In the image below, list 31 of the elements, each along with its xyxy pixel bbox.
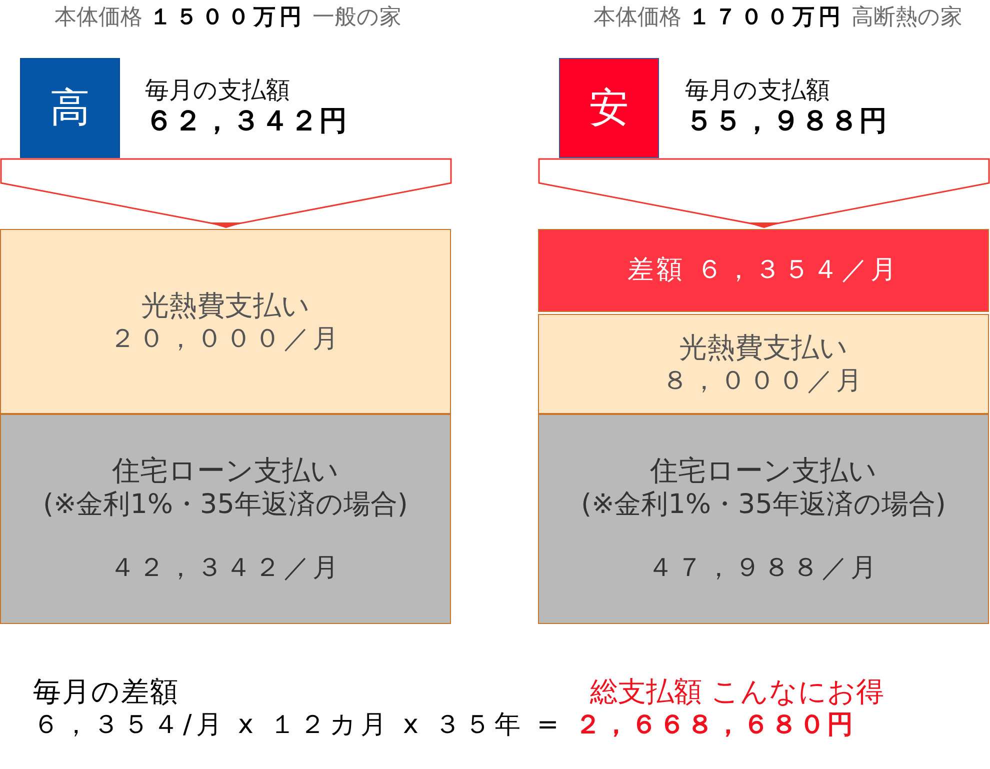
price-heading: 本体価格 １７００万円 高断熱の家	[594, 5, 962, 32]
amount-text: ５５，９８８円	[685, 104, 888, 138]
loan-block	[0, 414, 451, 624]
rating-tile	[559, 58, 659, 158]
tile-character: 安	[589, 84, 629, 133]
block-value: ４７，９８８／月	[648, 552, 880, 585]
block-value: ４２，３４２／月	[110, 552, 342, 585]
rating-tile	[20, 58, 120, 158]
block-value: ８，０００／月	[662, 365, 865, 398]
tile-character: 高	[50, 84, 90, 133]
savings-caption: 総支払額 こんなにお得	[590, 675, 884, 709]
block-title: 光熱費支払い	[679, 330, 848, 366]
price-heading: 本体価格 １５００万円 一般の家	[54, 5, 402, 32]
difference-block	[538, 229, 989, 312]
block-title: 住宅ローン支払い	[650, 453, 877, 488]
block-note: (※金利1%・35年返済の場合)	[581, 488, 946, 522]
block-title: 光熱費支払い	[141, 288, 310, 323]
section-heading: 毎月の差額	[33, 675, 179, 709]
block-title: 住宅ローン支払い	[112, 453, 339, 488]
chevron-arrow	[538, 158, 990, 228]
chevron-arrow	[0, 158, 452, 228]
difference-text: 差額 ６，３５４／月	[627, 254, 900, 287]
amount-text: ６２，３４２円	[145, 104, 348, 138]
calculation-text: ６，３５４/月 x １２カ月 x ３５年 = ２，６６８，６８０円	[33, 710, 855, 742]
block-note: (※金利1%・35年返済の場合)	[43, 488, 408, 522]
utility-cost-block	[538, 314, 989, 414]
caption-text: 毎月の支払額	[145, 76, 290, 105]
caption-text: 毎月の支払額	[685, 76, 830, 105]
block-value: ２０，０００／月	[110, 322, 342, 356]
utility-cost-block	[0, 229, 451, 414]
loan-block	[538, 414, 989, 624]
